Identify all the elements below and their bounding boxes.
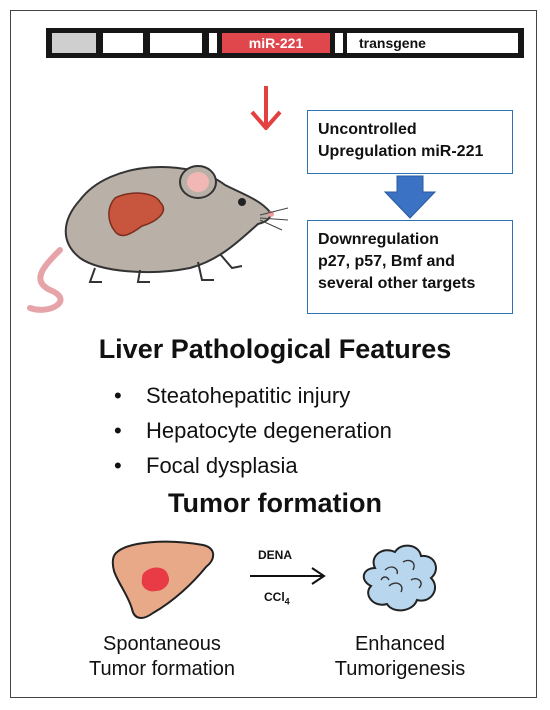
- liver-icon: [111, 540, 215, 619]
- transgene-label: transgene: [347, 33, 518, 53]
- blue-down-arrow-icon: [383, 175, 437, 219]
- upregulation-line: Uncontrolled: [318, 121, 417, 138]
- upregulation-line: Upregulation miR-221: [318, 143, 484, 160]
- downregulation-line: p27, p57, Bmf and: [318, 253, 455, 270]
- caption-line: Enhanced: [354, 633, 446, 655]
- downregulation-line: Downregulation: [318, 231, 439, 248]
- tumor-mass-icon: [362, 544, 437, 612]
- treatment-dena-label: DENA: [258, 548, 293, 562]
- construct-segment: [209, 33, 217, 53]
- treatment-ccl4-label: CCl4: [264, 590, 290, 606]
- red-down-arrow-icon: [250, 86, 282, 130]
- enhanced-caption: Enhanced Tumorigenesis: [310, 632, 490, 682]
- downregulation-box: Downregulation p27, p57, Bmf and several…: [307, 220, 513, 314]
- construct-segment: [335, 33, 343, 53]
- construct-segment: [103, 33, 143, 53]
- transgene-construct: miR-221 transgene: [46, 28, 524, 58]
- upregulation-box: Uncontrolled Upregulation miR-221: [307, 110, 513, 174]
- liver-features-title: Liver Pathological Features: [98, 334, 452, 364]
- right-arrow-icon: [250, 567, 326, 585]
- liver-feature-item: Steatohepatitic injury: [112, 378, 392, 413]
- ccl-text: CCl: [264, 590, 285, 604]
- ccl-subscript: 4: [284, 596, 290, 607]
- figure-frame: [10, 10, 537, 698]
- caption-line: Tumorigenesis: [334, 658, 466, 680]
- liver-feature-item: Hepatocyte degeneration: [112, 413, 392, 448]
- mouse-illustration: [27, 165, 289, 313]
- mir-221-segment: miR-221: [222, 33, 330, 53]
- spontaneous-caption: Spontaneous Tumor formation: [62, 632, 262, 682]
- downregulation-line: several other targets: [318, 275, 476, 292]
- caption-line: Spontaneous: [103, 633, 221, 655]
- liver-feature-item: Focal dysplasia: [112, 448, 392, 483]
- liver-features-list: Steatohepatitic injury Hepatocyte degene…: [112, 378, 392, 483]
- caption-line: Tumor formation: [89, 658, 235, 680]
- tumor-formation-title: Tumor formation: [168, 488, 382, 518]
- construct-segment: [150, 33, 202, 53]
- construct-segment-grey: [52, 33, 96, 53]
